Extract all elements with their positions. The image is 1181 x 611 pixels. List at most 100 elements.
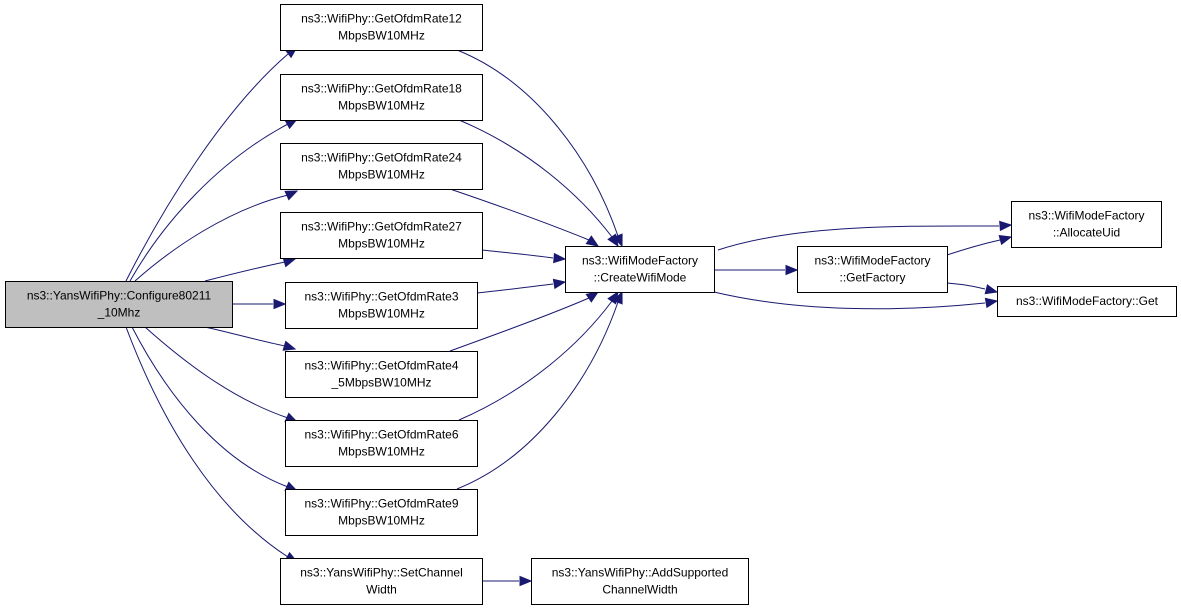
node-box [285,489,478,536]
edge-configure-to-rate12 [125,46,299,282]
arrowhead-icon [607,233,619,248]
edge-configure-to-rate9 [131,326,299,492]
arrowhead-icon [984,284,999,295]
arrowhead-icon [984,297,999,309]
node-getfactory[interactable]: ns3::WifiModeFactory::GetFactory [797,246,948,293]
node-label-line: ns3::WifiPhy::GetOfdmRate6 [304,428,458,442]
node-label-line: MbpsBW10MHz [338,29,425,43]
node-label-line: ns3::WifiPhy::GetOfdmRate9 [304,497,458,511]
arrowhead-icon [553,252,567,264]
edge-line [449,188,590,241]
node-box [285,282,478,329]
node-label-line: MbpsBW10MHz [338,307,425,321]
edge-line [144,326,289,419]
node-label-line: ::AllocateUid [1053,226,1120,240]
arrowhead-icon [585,291,600,303]
node-configure[interactable]: ns3::YansWifiPhy::Configure80211_10Mhz [5,281,233,328]
edge-line [125,53,289,282]
node-label-line: MbpsBW10MHz [338,237,425,251]
edge-line [946,282,986,290]
edge-configure-to-rate24 [134,190,299,282]
node-createwifimode[interactable]: ns3::WifiModeFactory::CreateWifiMode [565,246,715,293]
arrowhead-icon [552,278,567,290]
node-addsupported[interactable]: ns3::YansWifiPhy::AddSupportedChannelWid… [531,558,749,605]
edge-line [125,326,289,558]
node-label-line: Width [366,583,397,597]
edge-getfactory-to-get [946,282,999,295]
node-label-line: ChannelWidth [602,583,677,597]
edge-line [204,326,286,347]
edge-line [476,283,554,294]
arrowhead-icon [282,257,297,268]
node-label-line: ::GetFactory [839,271,905,285]
edge-line [481,249,554,259]
edge-configure-to-rate3 [232,298,287,310]
arrowhead-icon [282,340,297,351]
arrowhead-icon [585,235,600,247]
edge-rate3-to-createwifimode [476,278,567,294]
edges [125,46,1013,587]
node-get[interactable]: ns3::WifiModeFactory::Get [997,286,1177,317]
edge-line [131,326,289,488]
edge-line [458,300,613,421]
node-box [280,212,483,259]
node-label-line: ::CreateWifiMode [594,271,687,285]
edge-getfactory-to-allocateuid [946,234,1013,256]
node-label-line: ns3::WifiModeFactory [814,254,930,268]
edge-line [713,291,986,310]
node-box [797,246,948,293]
arrowhead-icon [612,290,623,305]
edge-line [204,261,286,282]
arrowhead-icon [999,220,1013,232]
node-box [531,558,749,605]
edge-createwifimode-to-get [713,291,999,310]
edge-rate9-to-createwifimode [456,290,623,490]
edge-line [717,225,1000,251]
edge-line [456,49,619,237]
node-label-line: ns3::WifiPhy::GetOfdmRate27 [301,220,462,234]
edge-line [458,119,613,238]
node-label-line: ns3::YansWifiPhy::SetChannel [300,566,463,580]
node-box [280,558,483,605]
node-box [1011,201,1162,248]
node-label-line: _10Mhz [97,306,141,320]
node-label-line: ns3::WifiPhy::GetOfdmRate18 [301,82,462,96]
arrowhead-icon [998,234,1013,246]
node-label-line: MbpsBW10MHz [338,514,425,528]
node-label-line: ns3::WifiModeFactory [582,254,698,268]
arrowhead-icon [273,298,287,310]
node-box [280,74,483,121]
node-rate4_5[interactable]: ns3::WifiPhy::GetOfdmRate4_5MbpsBW10MHz [285,351,478,398]
edge-createwifimode-to-allocateuid [717,220,1013,251]
edge-rate4_5-to-createwifimode [449,291,600,352]
node-label-line: ns3::WifiModeFactory [1028,209,1144,223]
node-box [997,286,1177,317]
node-label-line: ns3::YansWifiPhy::Configure80211 [27,289,212,303]
edge-line [134,194,289,282]
node-allocateuid[interactable]: ns3::WifiModeFactory::AllocateUid [1011,201,1162,248]
edge-line [449,297,590,352]
edge-rate18-to-createwifimode [458,119,619,248]
node-label-line: ns3::WifiPhy::GetOfdmRate12 [301,12,462,26]
arrowhead-icon [519,575,533,587]
node-label-line: MbpsBW10MHz [338,99,425,113]
edge-setchannel-to-addsupported [482,575,533,587]
node-box [565,246,715,293]
edge-rate24-to-createwifimode [449,188,600,247]
edge-line [129,123,289,282]
edge-configure-to-rate27 [204,257,297,282]
node-box [280,4,483,51]
node-box [5,281,233,328]
arrowhead-icon [785,264,799,276]
node-box [285,351,478,398]
node-label-line: ns3::WifiPhy::GetOfdmRate24 [301,151,462,165]
